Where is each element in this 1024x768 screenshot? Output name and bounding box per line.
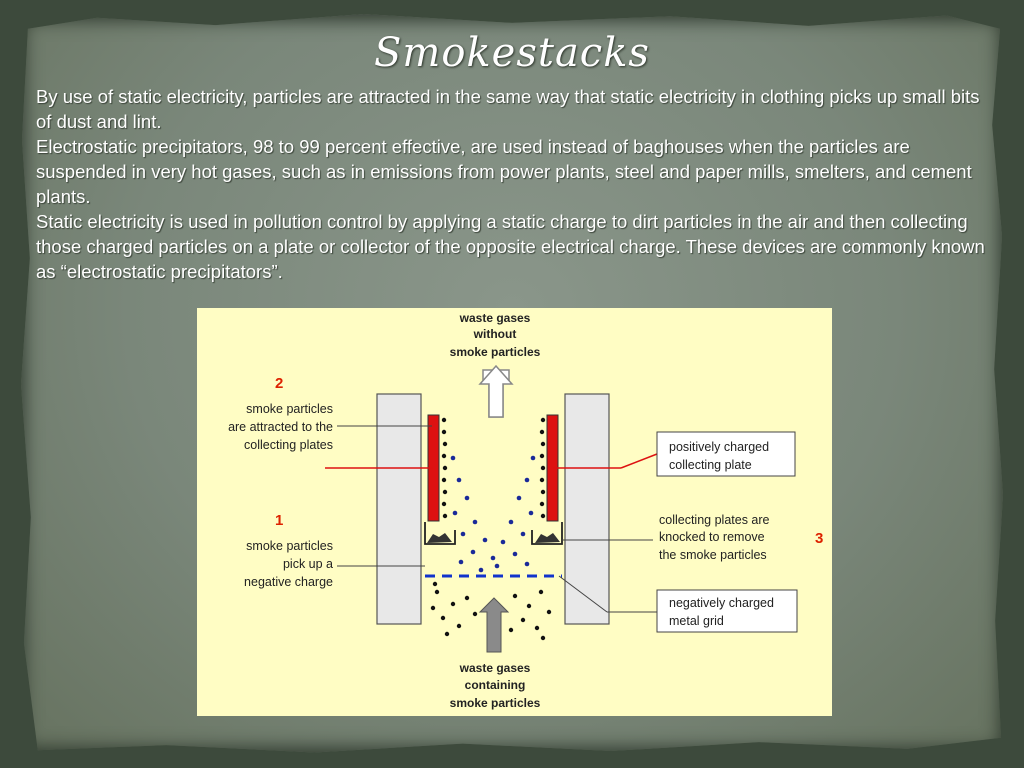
smoke-particles xyxy=(430,417,552,641)
positive-plate-label: positively charged collecting plate xyxy=(669,440,769,472)
negative-box-leader-line-a xyxy=(558,575,608,613)
step-2-line-3: collecting plates xyxy=(244,438,333,452)
paragraph-static-electricity: By use of static electricity, particles … xyxy=(36,86,980,132)
step-2-line-1: smoke particles xyxy=(246,402,333,416)
negative-grid-line-1: negatively charged xyxy=(669,596,774,610)
negative-grid-line-2: metal grid xyxy=(669,614,724,628)
step-3-line-1: collecting plates are xyxy=(659,513,770,527)
precipitator-diagram: waste gases without smoke particles xyxy=(197,308,832,716)
clean-gas-arrow-head-icon xyxy=(478,364,514,418)
top-label-line-2: without xyxy=(473,327,517,341)
step-2-line-2: are attracted to the xyxy=(228,420,333,434)
step-2-number: 2 xyxy=(275,375,283,392)
step-1-line-2: pick up a xyxy=(283,557,333,571)
dirty-gas-arrow-icon xyxy=(478,597,510,653)
step-1-label: smoke particles pick up a negative charg… xyxy=(244,539,333,589)
right-hopper xyxy=(531,522,563,545)
top-label-line-1: waste gases xyxy=(459,311,531,325)
positive-plate-line-2: collecting plate xyxy=(669,458,752,472)
paragraph-pollution-control: Static electricity is used in pollution … xyxy=(36,211,985,282)
step-2-label: smoke particles are attracted to the col… xyxy=(228,402,333,452)
negative-grid-label: negatively charged metal grid xyxy=(669,596,774,628)
negative-grid-callout xyxy=(656,589,798,633)
bottom-label-line-1: waste gases xyxy=(459,661,531,675)
positive-plate-callout xyxy=(656,431,796,477)
bottom-label: waste gases containing smoke particles xyxy=(450,661,541,710)
right-hopper-dust xyxy=(535,533,560,543)
left-chamber-wall xyxy=(376,393,422,625)
diagram-svg: waste gases without smoke particles xyxy=(228,311,823,710)
step-3-number: 3 xyxy=(815,530,823,547)
step-1-line-1: smoke particles xyxy=(246,539,333,553)
positive-box-leader-line xyxy=(620,453,658,469)
bottom-label-line-3: smoke particles xyxy=(450,696,541,710)
right-chamber-wall xyxy=(564,393,610,625)
step-1-number: 1 xyxy=(275,512,283,529)
positive-plate-line-1: positively charged xyxy=(669,440,769,454)
top-label: waste gases without smoke particles xyxy=(450,311,541,359)
slide-body: By use of static electricity, particles … xyxy=(36,84,986,284)
paragraph-precipitators: Electrostatic precipitators, 98 to 99 pe… xyxy=(36,136,972,207)
step-3-line-3: the smoke particles xyxy=(659,548,767,562)
left-hopper xyxy=(424,522,456,545)
step-3-line-2: knocked to remove xyxy=(659,530,765,544)
step-1-line-3: negative charge xyxy=(244,575,333,589)
slide-title: Smokestacks xyxy=(374,30,650,76)
top-label-line-3: smoke particles xyxy=(450,345,541,359)
bottom-label-line-2: containing xyxy=(465,678,526,692)
step-3-label: collecting plates are knocked to remove … xyxy=(659,513,770,562)
left-hopper-dust xyxy=(427,533,452,543)
